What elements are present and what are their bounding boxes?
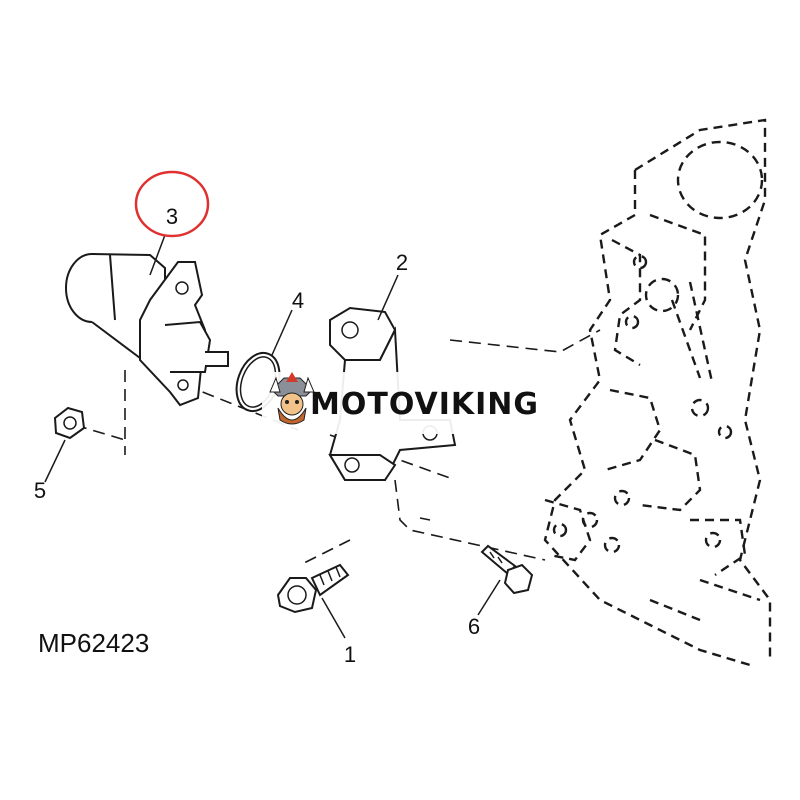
callout-6: 6 xyxy=(468,614,480,639)
diagram-part-number: MP62423 xyxy=(38,628,149,658)
leader-lines xyxy=(44,234,501,639)
callout-5: 5 xyxy=(34,478,46,503)
part-3-solenoid xyxy=(65,253,229,407)
part-5-nut xyxy=(53,406,86,440)
callout-1: 1 xyxy=(344,642,356,667)
engine-block xyxy=(543,118,772,667)
callout-3: 3 xyxy=(166,204,178,229)
part-6-bolt xyxy=(480,544,534,595)
part-1-bolt xyxy=(276,563,350,614)
watermark-text: MOTOVIKING xyxy=(310,387,539,422)
callout-2: 2 xyxy=(396,250,408,275)
callout-3-highlight-circle xyxy=(134,170,210,238)
viking-mascot-icon xyxy=(269,372,315,425)
watermark-logo: MOTOVIKING xyxy=(262,372,539,434)
callout-4: 4 xyxy=(292,288,304,313)
